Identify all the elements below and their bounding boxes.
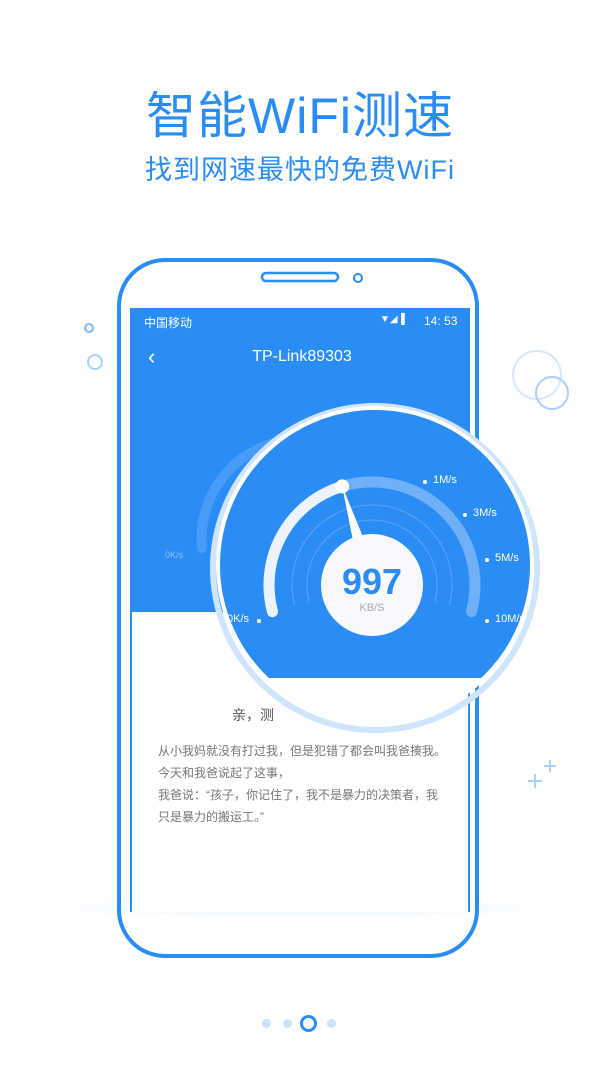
story-line: 从小我妈就没有打过我，但是犯错了都会叫我爸揍我。 xyxy=(158,744,447,758)
gauge-ring xyxy=(291,504,453,606)
speed-unit: KB/S xyxy=(359,602,385,614)
decor-circle xyxy=(84,323,94,333)
signal-icons: ▼◢▐ xyxy=(380,314,405,325)
speed-readout: 997 KB/S xyxy=(322,561,422,615)
tick-dot xyxy=(423,480,427,484)
pager-dot[interactable] xyxy=(283,1019,292,1028)
tick-label: 10M/s xyxy=(495,613,525,625)
story-text: 从小我妈就没有打过我，但是犯错了都会叫我爸揍我。 今天和我爸说起了这事， 我爸说… xyxy=(158,740,458,828)
tick-label: 3M/s xyxy=(473,507,497,519)
pager-dot[interactable] xyxy=(262,1019,271,1028)
content-heading: 亲，测 xyxy=(232,707,274,723)
chevron-left-icon[interactable]: ‹ xyxy=(148,344,156,369)
pager-dot-active[interactable] xyxy=(300,1015,317,1032)
tick-dot xyxy=(257,619,261,623)
carrier-label: 中国移动 xyxy=(144,316,193,330)
page-title: 智能WiFi测速 xyxy=(146,88,454,144)
speaker-slot xyxy=(260,271,340,283)
network-name: TP-Link89303 xyxy=(252,348,352,365)
pager xyxy=(262,1015,342,1032)
tick-dot xyxy=(463,513,467,517)
pager-dot[interactable] xyxy=(327,1019,336,1028)
camera-icon xyxy=(353,273,363,283)
decor-circle xyxy=(535,376,569,410)
clock: 14: 53 xyxy=(424,314,458,328)
gauge-progress xyxy=(263,480,348,618)
story-line: 只是暴力的搬运工。” xyxy=(158,810,264,824)
tick-label: 5M/s xyxy=(495,552,519,564)
tick-dot xyxy=(485,619,489,623)
tick-label: 0K/s xyxy=(227,613,250,625)
speed-value: 997 xyxy=(341,561,403,602)
story-line: 我爸说：“孩子，你记住了，我不是暴力的决策者，我 xyxy=(158,788,438,802)
story-line: 今天和我爸说起了这事， xyxy=(158,766,291,780)
gauge-center xyxy=(321,534,423,636)
gauge-needle xyxy=(342,486,363,539)
speed-gauge xyxy=(257,476,489,636)
plus-icon xyxy=(528,760,556,788)
decor-circle xyxy=(87,354,103,370)
bg-tick-label: 0K/s xyxy=(165,550,184,560)
gauge-knob xyxy=(335,479,350,494)
page-subtitle: 找到网速最快的免费WiFi xyxy=(145,155,455,185)
tick-label: 1M/s xyxy=(433,474,457,486)
tick-dot xyxy=(485,558,489,562)
gauge-ring xyxy=(306,519,438,602)
